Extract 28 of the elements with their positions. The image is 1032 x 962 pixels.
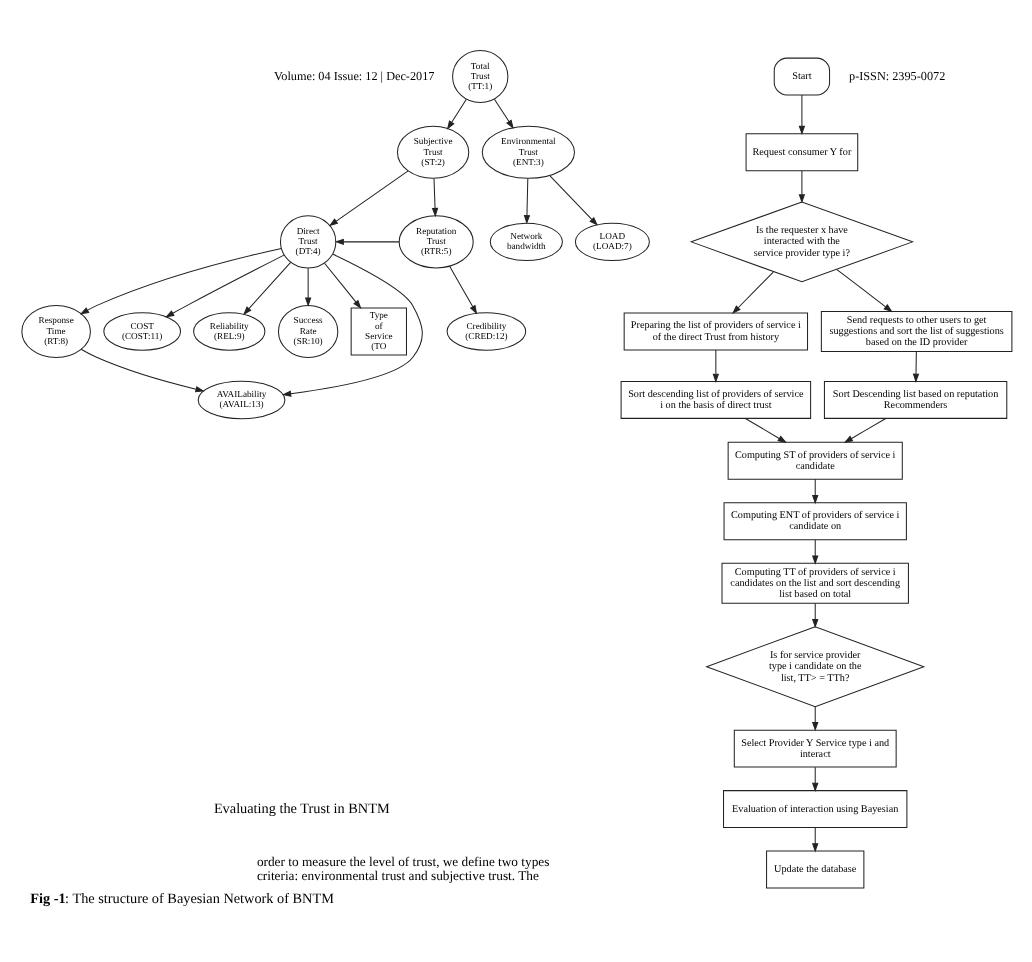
arrow	[835, 268, 892, 313]
arrow	[711, 349, 719, 383]
arrow	[911, 351, 919, 383]
arrow	[731, 271, 773, 314]
arrow	[78, 247, 281, 315]
arrow	[797, 94, 805, 135]
arrow	[797, 170, 805, 204]
arrow	[280, 253, 422, 397]
arrow	[811, 766, 818, 793]
arrow	[327, 170, 408, 227]
arrow	[323, 262, 361, 309]
arrow	[164, 254, 284, 318]
arrow	[448, 265, 477, 315]
arrow	[445, 98, 466, 130]
arrow	[811, 706, 818, 732]
arrow	[492, 98, 513, 129]
arrow	[842, 417, 886, 443]
arrow	[522, 178, 530, 225]
arrow	[743, 417, 786, 443]
arrow	[79, 348, 204, 393]
arrow	[333, 238, 399, 246]
arrow	[811, 603, 818, 629]
arrow	[242, 261, 291, 316]
arrow	[548, 175, 597, 226]
arrow	[303, 267, 311, 307]
arrow	[430, 178, 438, 218]
arrow	[811, 539, 818, 565]
arrow	[811, 478, 818, 505]
